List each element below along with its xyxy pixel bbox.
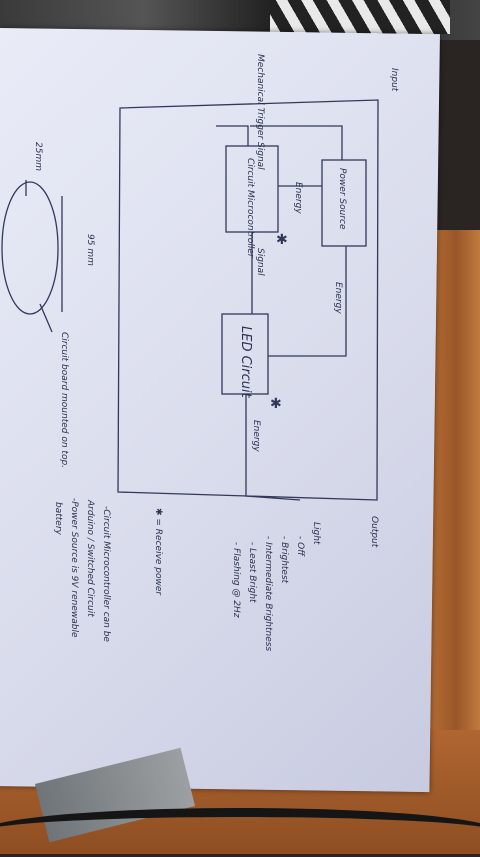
light-title: Light <box>311 522 321 545</box>
label-input: Input <box>389 68 399 92</box>
note-line-3: -Power Source is 9V renewable <box>69 498 79 638</box>
led-circuit-box <box>221 313 269 395</box>
note-line-4: battery <box>53 502 63 536</box>
label-trigger: Mechanical Trigger Signal <box>255 54 265 170</box>
light-item-4: - Least Bright <box>247 542 257 603</box>
label-star-note: ✱ = Receive power <box>153 508 163 596</box>
trigger-arrow <box>216 125 249 146</box>
label-dim-side: 95 mm <box>85 234 95 266</box>
label-micro: Circuit Microcontroller <box>245 158 255 259</box>
label-board-note: Circuit board mounted on top. <box>59 332 69 468</box>
note-line-2: Arduino / Switched Circuit <box>85 499 95 617</box>
power-to-led-line <box>268 246 347 357</box>
label-energy-3: Energy <box>251 420 261 452</box>
board-ellipse <box>1 181 59 315</box>
label-dim-top: 25mm <box>33 142 43 171</box>
light-item-5: - Flashing @ 2Hz <box>231 542 241 618</box>
label-led: LED Circuit <box>238 326 253 399</box>
micro-to-power-line <box>250 125 343 160</box>
outer-system-box <box>117 99 379 501</box>
star-mark-1: ✱ <box>276 231 288 247</box>
light-item-3: - Intermediate Brightness <box>263 536 273 651</box>
star-mark-2: ✱ <box>270 395 282 411</box>
note-line-1: -Circuit Microcontroller can be <box>101 506 111 642</box>
label-output: Output <box>369 516 379 548</box>
light-item-2: - Brightest <box>279 536 289 584</box>
label-signal: Signal <box>255 248 265 276</box>
black-cable <box>0 808 480 857</box>
output-arrow <box>245 394 301 501</box>
label-power: Power Source <box>337 168 347 230</box>
striped-fabric <box>270 0 450 34</box>
label-energy-2: Energy <box>333 282 343 314</box>
board-pointer <box>39 303 53 333</box>
label-energy-1: Energy <box>293 182 303 214</box>
power-source-box <box>321 159 367 247</box>
light-item-1: - Off <box>295 536 305 557</box>
